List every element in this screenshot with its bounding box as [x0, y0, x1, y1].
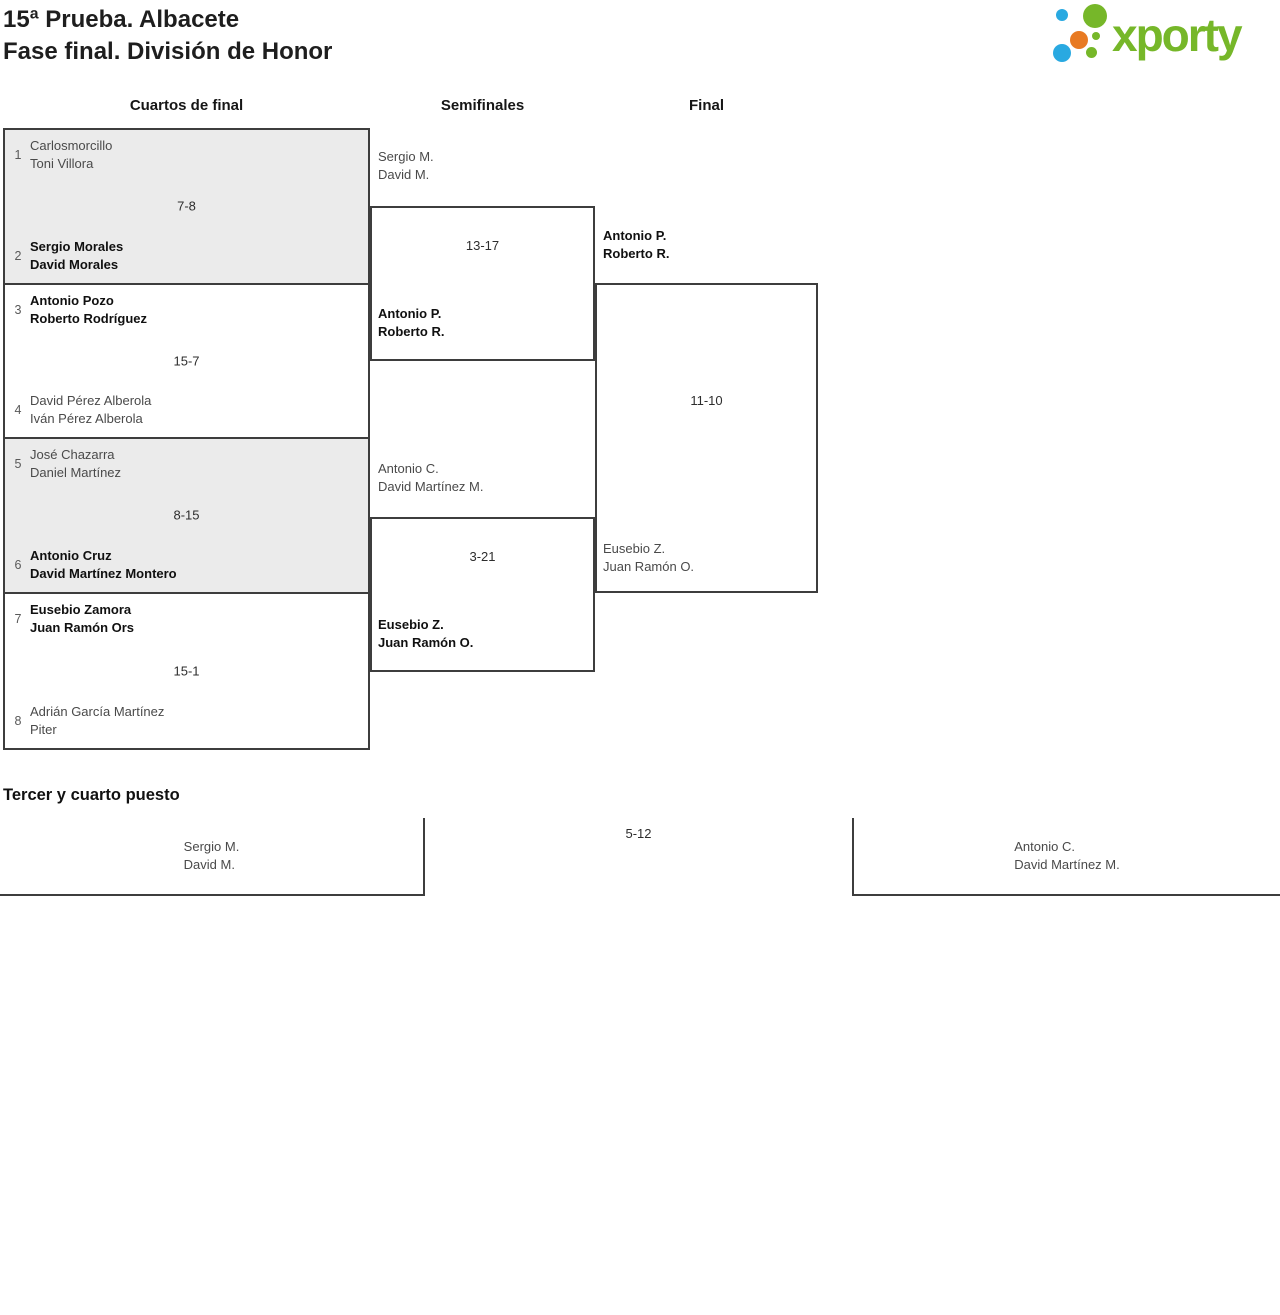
match-score: 15-1: [173, 663, 200, 679]
player-name: David M.: [183, 857, 235, 872]
logo-dot-icon: [1092, 32, 1100, 40]
page-title-line1: 15ª Prueba. Albacete: [3, 6, 240, 33]
sf2-team-top: Antonio C. David Martínez M.: [378, 460, 483, 496]
qf-match-2: 3 Antonio Pozo Roberto Rodríguez 15-7 4 …: [5, 285, 368, 439]
third-place-team-left-box: Sergio M. David M.: [0, 818, 425, 896]
match-score: 15-7: [173, 353, 200, 369]
logo-wordmark: xporty: [1112, 9, 1243, 61]
qf4-team-bottom: 8 Adrián García Martínez Piter: [13, 703, 165, 739]
qf1-team-top: 1 Carlosmorcillo Toni Villora: [13, 137, 113, 173]
player-name: Sergio Morales: [30, 238, 124, 254]
qf2-team-top: 3 Antonio Pozo Roberto Rodríguez: [13, 292, 147, 328]
player-name: Iván Pérez Alberola: [30, 411, 143, 426]
player-name: David Morales: [30, 256, 119, 272]
player-name: Sergio M.: [183, 839, 240, 854]
logo-dot-icon: [1053, 44, 1071, 62]
player-name: David Pérez Alberola: [30, 393, 152, 408]
column-header-final: Final: [688, 97, 724, 114]
match-score: 11-10: [690, 393, 723, 408]
team-name: Adrián García Martínez Piter: [30, 703, 164, 739]
player-name: David Martínez M.: [378, 479, 484, 494]
player-name: Eusebio Z.: [378, 617, 444, 632]
player-name: Adrián García Martínez: [30, 704, 165, 719]
match-score: 3-21: [469, 549, 496, 564]
seed-number: 7: [14, 611, 22, 626]
sf1-team-top: Sergio M. David M.: [378, 148, 434, 184]
qf2-team-bottom: 4 David Pérez Alberola Iván Pérez Albero…: [13, 392, 152, 428]
sf2-team-bottom: Eusebio Z. Juan Ramón O.: [378, 616, 473, 652]
team-name: Eusebio Zamora Juan Ramón Ors: [30, 601, 134, 637]
player-name: David M.: [378, 167, 430, 182]
player-name: Daniel Martínez: [30, 465, 122, 480]
player-name: Eusebio Zamora: [30, 601, 132, 617]
seed-number: 2: [14, 248, 22, 263]
sf-match-2-box: [370, 517, 595, 672]
seed-number: 1: [14, 148, 22, 162]
team-name: José Chazarra Daniel Martínez: [30, 446, 121, 482]
quarterfinals-column: 1 Carlosmorcillo Toni Villora 7-8 2 Serg…: [3, 128, 370, 750]
third-place-heading: Tercer y cuarto puesto: [3, 786, 180, 804]
player-name: Antonio P.: [378, 306, 442, 321]
player-name: Antonio C.: [378, 461, 439, 476]
player-name: Antonio Cruz: [30, 547, 112, 563]
player-name: Antonio Pozo: [30, 292, 114, 308]
seed-number: 4: [14, 403, 22, 417]
seed-number: 6: [14, 557, 22, 572]
player-name: Roberto R.: [603, 246, 670, 261]
player-name: Carlosmorcillo: [30, 138, 113, 153]
qf4-team-top: 7 Eusebio Zamora Juan Ramón Ors: [13, 601, 135, 637]
logo-dot-icon: [1086, 47, 1097, 58]
player-name: Juan Ramón Ors: [30, 619, 135, 635]
match-score: 5-12: [625, 826, 652, 841]
third-place-team-right-box: Antonio C. David Martínez M.: [852, 818, 1280, 896]
player-name: Antonio C.: [1014, 839, 1075, 854]
qf-match-4: 7 Eusebio Zamora Juan Ramón Ors 15-1 8 A…: [5, 594, 368, 749]
player-name: Juan Ramón O.: [378, 635, 474, 650]
match-score: 8-15: [173, 507, 200, 523]
player-name: Sergio M.: [378, 149, 434, 164]
seed-number: 5: [14, 457, 22, 471]
sf1-team-bottom: Antonio P. Roberto R.: [378, 305, 444, 341]
logo-dot-icon: [1070, 31, 1088, 49]
player-name: David Martínez Montero: [30, 565, 177, 581]
seed-number: 8: [14, 714, 22, 728]
player-name: Eusebio Z.: [603, 541, 666, 556]
team-name: Sergio Morales David Morales: [30, 238, 123, 274]
player-name: José Chazarra: [30, 447, 115, 462]
team-name: Antonio C. David Martínez M.: [1014, 838, 1119, 874]
column-header-semifinals: Semifinales: [440, 97, 525, 114]
page-title-line2: Fase final. División de Honor: [3, 38, 333, 65]
player-name: Antonio P.: [603, 228, 667, 243]
seed-number: 3: [14, 302, 22, 317]
team-name: Carlosmorcillo Toni Villora: [30, 137, 112, 173]
qf-match-3: 5 José Chazarra Daniel Martínez 8-15 6 A…: [5, 439, 368, 594]
sf-match-1-box: [370, 206, 595, 361]
match-score: 7-8: [177, 198, 196, 214]
player-name: Piter: [30, 722, 57, 737]
qf1-team-bottom: 2 Sergio Morales David Morales: [13, 238, 124, 274]
player-name: David Martínez M.: [1014, 857, 1120, 872]
team-name: David Pérez Alberola Iván Pérez Alberola: [30, 392, 151, 428]
final-team-bottom: Eusebio Z. Juan Ramón O.: [603, 540, 694, 576]
logo-dot-icon: [1083, 4, 1107, 28]
player-name: Juan Ramón O.: [603, 559, 695, 574]
qf-match-1: 1 Carlosmorcillo Toni Villora 7-8 2 Serg…: [5, 130, 368, 285]
qf3-team-top: 5 José Chazarra Daniel Martínez: [13, 446, 122, 482]
page-title: 15ª Prueba. Albacete Fase final. Divisió…: [3, 4, 332, 68]
final-match-box: [595, 283, 818, 593]
player-name: Roberto Rodríguez: [30, 310, 147, 326]
team-name: Antonio Cruz David Martínez Montero: [30, 547, 177, 583]
match-score: 13-17: [465, 238, 500, 253]
final-team-top: Antonio P. Roberto R.: [603, 227, 669, 263]
team-name: Antonio Pozo Roberto Rodríguez: [30, 292, 147, 328]
player-name: Roberto R.: [378, 324, 445, 339]
qf3-team-bottom: 6 Antonio Cruz David Martínez Montero: [13, 547, 177, 583]
logo-dot-icon: [1056, 9, 1068, 21]
team-name: Sergio M. David M.: [184, 838, 240, 874]
player-name: Toni Villora: [30, 156, 94, 171]
column-header-quarterfinals: Cuartos de final: [129, 97, 244, 114]
